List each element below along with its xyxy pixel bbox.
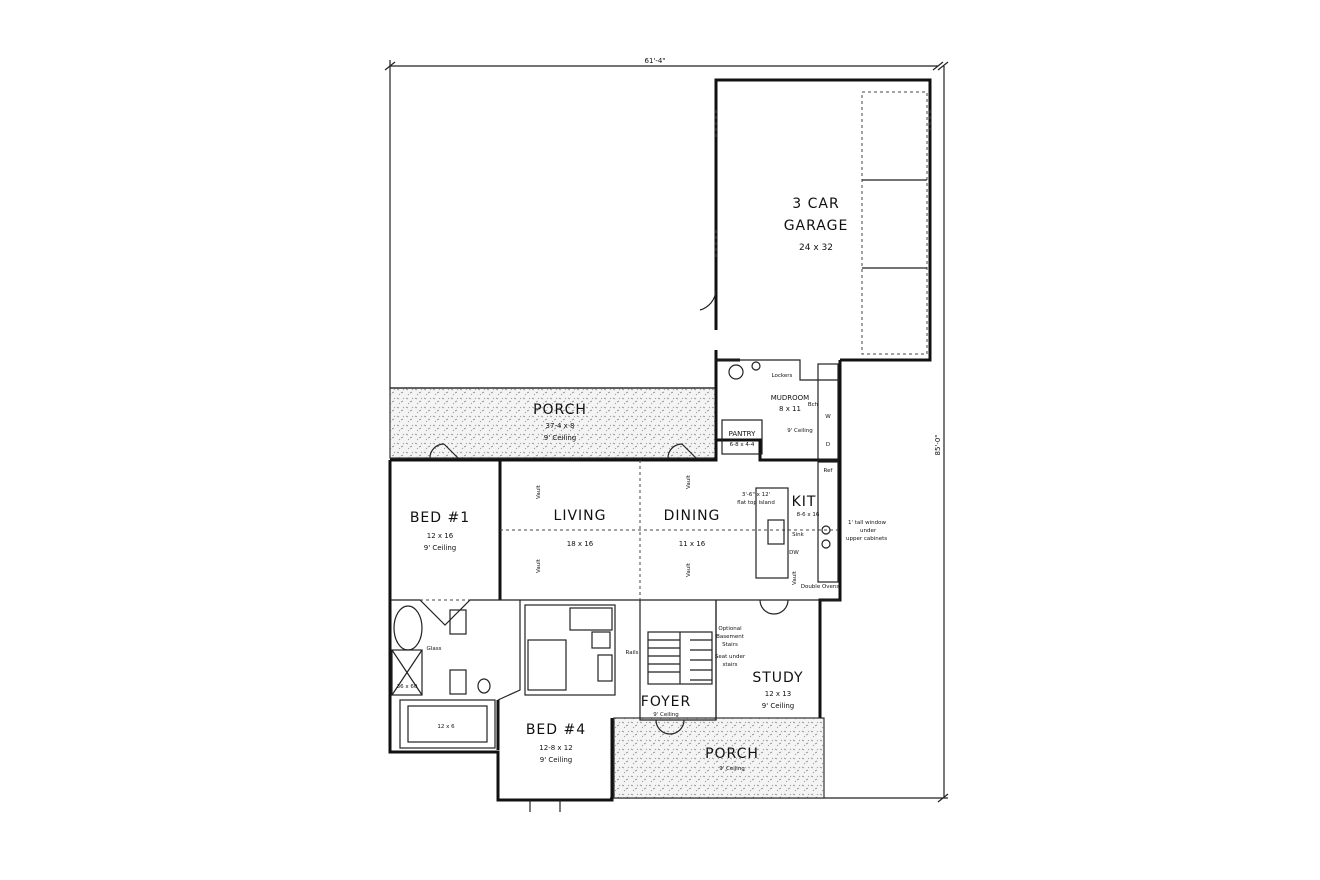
double-ovens-label: Double Ovens <box>801 584 840 590</box>
dining-size: 11 x 16 <box>679 540 706 548</box>
seat-under-1: Seat under <box>715 654 746 660</box>
foyer-name: FOYER <box>641 694 691 710</box>
window-note-1: 1' tall window <box>848 520 886 526</box>
mudroom-lockers: Lockers <box>772 373 793 379</box>
width-dimension: 61'-4" <box>384 57 944 390</box>
dining-name: DINING <box>664 508 721 524</box>
pantry-size: 6-8 x 4-4 <box>730 442 755 448</box>
house-walls <box>388 359 842 812</box>
study-name: STUDY <box>752 670 803 686</box>
bed1-size: 12 x 16 <box>427 532 454 540</box>
study-ceiling: 9' Ceiling <box>762 702 795 710</box>
window-note-2: under <box>860 528 877 534</box>
garage-size: 24 x 32 <box>799 243 833 253</box>
vault-label-1: Vault <box>536 484 542 499</box>
island-size: 3'-6" x 12' <box>742 492 770 498</box>
rails-label: Rails <box>626 650 639 656</box>
front-porch-name: PORCH <box>705 746 759 762</box>
pantry-name: PANTRY <box>729 430 756 438</box>
mudroom-ceiling: 9' Ceiling <box>787 428 813 434</box>
living-size: 18 x 16 <box>567 540 594 548</box>
rear-porch-name: PORCH <box>533 402 587 418</box>
vault-label-4: Vault <box>686 562 692 577</box>
opt-stairs-3: Stairs <box>722 642 738 648</box>
glass-label: Glass <box>427 646 442 652</box>
depth-label: 85'-0" <box>934 434 942 455</box>
dishwasher-label: DW <box>789 550 799 556</box>
bed4-ceiling: 9' Ceiling <box>540 756 573 764</box>
vault-label-2: Vault <box>536 558 542 573</box>
sink-label: Sink <box>792 532 805 538</box>
shower-size: 36 x 60 <box>397 684 418 690</box>
bed4-size: 12-8 x 12 <box>539 744 572 752</box>
bed1-name: BED #1 <box>410 510 470 526</box>
mudroom-bench: Bch <box>808 402 819 408</box>
window-note-3: upper cabinets <box>846 536 887 542</box>
kitchen-size: 8-6 x 16 <box>797 512 820 518</box>
rear-porch-area <box>389 387 717 459</box>
bed4-name: BED #4 <box>526 722 586 738</box>
vault-label-3: Vault <box>686 474 692 489</box>
seat-under-2: stairs <box>722 662 737 668</box>
fridge-label: Ref <box>824 468 834 474</box>
front-porch-ceiling: 9' Ceiling <box>719 766 745 772</box>
study-size: 12 x 13 <box>765 690 791 698</box>
foyer-ceiling: 9' Ceiling <box>653 712 679 718</box>
washer-label: W <box>825 414 831 420</box>
living-name: LIVING <box>554 508 607 524</box>
garage <box>699 78 932 362</box>
front-porch-area <box>613 717 825 799</box>
vault-label-5: Vault <box>792 570 798 585</box>
island-note: flat top island <box>737 500 775 506</box>
kitchen-name: KIT <box>792 494 817 510</box>
rear-porch-ceiling: 9' Ceiling <box>544 434 577 442</box>
closet-size: 12 x 6 <box>437 724 455 730</box>
bed1-ceiling: 9' Ceiling <box>424 544 457 552</box>
opt-stairs-1: Optional <box>718 626 742 632</box>
opt-stairs-2: Basement <box>716 634 745 640</box>
garage-name-line2: GARAGE <box>784 218 849 234</box>
width-label: 61'-4" <box>644 57 665 65</box>
mudroom-name: MUDROOM <box>771 394 809 402</box>
mudroom-size: 8 x 11 <box>779 405 801 413</box>
garage-name-line1: 3 CAR <box>792 196 839 212</box>
dryer-label: D <box>826 442 830 448</box>
rear-porch-size: 37-4 x 8 <box>546 422 575 430</box>
